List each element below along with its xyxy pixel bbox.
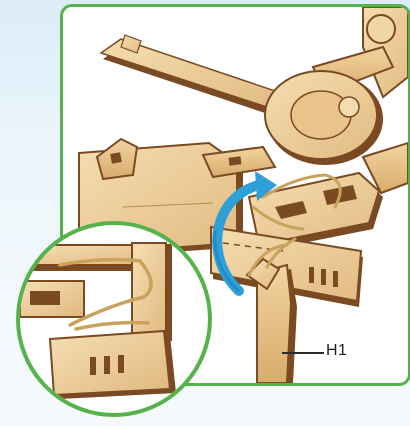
- zoomed-joint-illustration: [20, 225, 208, 413]
- h1-upright-piece: [247, 259, 297, 383]
- zoom-left-blocks: [20, 281, 84, 317]
- zoom-bottom-slotted-bar: [50, 331, 176, 399]
- part-callout-label: H1: [326, 342, 347, 360]
- upper-arm-piece: [101, 35, 283, 117]
- zoom-right-post: [132, 243, 172, 341]
- central-hub: [265, 71, 383, 165]
- callout-leader-line: [282, 352, 324, 354]
- zoom-detail-circle: [16, 221, 212, 417]
